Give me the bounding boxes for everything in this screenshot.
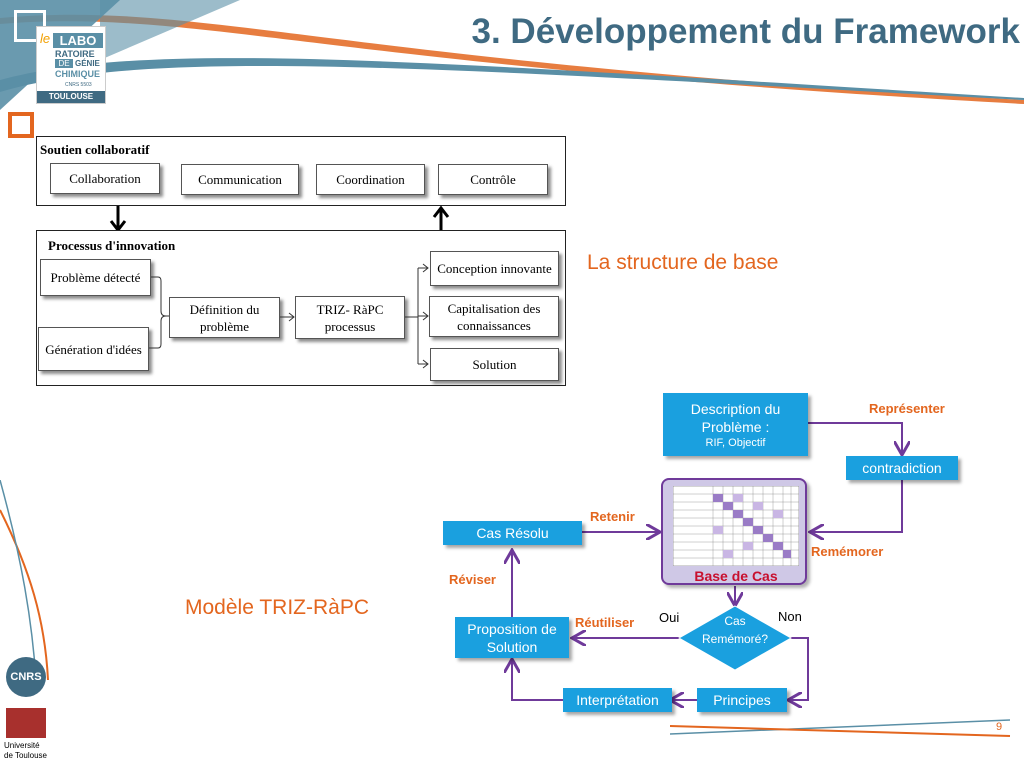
- description-line1: Description du: [690, 400, 781, 417]
- reutiliser-label: Réutiliser: [575, 615, 635, 630]
- representer-label: Représenter: [869, 401, 945, 416]
- logo-ratoire: RATOIRE: [55, 49, 95, 59]
- de-toulouse-text: de Toulouse: [4, 751, 47, 760]
- rememorer-label: Remémorer: [811, 544, 884, 559]
- logo-cnrs-small: CNRS 5503: [65, 82, 92, 88]
- base-de-cas-label: Base de Cas: [694, 568, 778, 584]
- generation-idees-box: Génération d'idées: [38, 327, 149, 371]
- bottom-decor-lines: [670, 719, 1011, 737]
- oui-label: Oui: [659, 610, 680, 625]
- capitalisation-box: Capitalisation des connaissances: [429, 296, 559, 337]
- triz-rapc-box: TRIZ- RàPC processus: [295, 296, 405, 339]
- universite-text: Université: [4, 741, 40, 750]
- model-caption: Modèle TRIZ-RàPC: [185, 596, 369, 619]
- logo-chimique: CHIMIQUE: [55, 69, 100, 79]
- page-number: 9: [996, 721, 1003, 733]
- communication-box: Communication: [181, 164, 299, 195]
- cas-rememore-line2: Remémoré?: [701, 632, 769, 646]
- coordination-box: Coordination: [316, 164, 425, 195]
- logo-labo: LABO: [53, 33, 103, 48]
- retenir-label: Retenir: [590, 509, 635, 524]
- logo-genie: GÉNIE: [75, 59, 100, 68]
- reviser-label: Réviser: [449, 572, 496, 587]
- principes-box: Principes: [697, 688, 787, 712]
- page-title: 3. Développement du Framework: [471, 12, 1020, 51]
- description-line3: RIF, Objectif: [705, 436, 766, 449]
- conception-innovante-box: Conception innovante: [430, 251, 559, 286]
- contradiction-box: contradiction: [846, 456, 958, 480]
- corner-frame-icon-orange: [8, 112, 34, 138]
- soutien-label: Soutien collaboratif: [40, 142, 150, 157]
- cas-rememore-line1: Cas: [724, 614, 746, 628]
- proposition-solution-box: Proposition de Solution: [455, 617, 569, 658]
- description-line2: Problème :: [701, 418, 770, 435]
- soutien-process-arrows: [109, 205, 450, 233]
- collaboration-box: Collaboration: [50, 163, 160, 194]
- definition-probleme-box: Définition du problème: [169, 297, 280, 338]
- logo-toulouse: TOULOUSE: [37, 91, 105, 103]
- probleme-detecte-box: Problème détecté: [40, 259, 151, 296]
- lgc-logo: le LABO RATOIRE DE GÉNIE CHIMIQUE CNRS 5…: [36, 26, 106, 104]
- processus-label: Processus d'innovation: [48, 238, 176, 253]
- contradiction-matrix-icon: [673, 486, 799, 566]
- logo-le: le: [40, 31, 51, 46]
- non-label: Non: [778, 609, 802, 624]
- base-de-cas-box: Base de Cas: [661, 478, 807, 585]
- logo-de: DE: [55, 59, 73, 68]
- description-probleme-box: Description du Problème : RIF, Objectif: [663, 393, 808, 456]
- cas-resolu-box: Cas Résolu: [443, 521, 582, 545]
- cas-rememore-diamond: [677, 605, 793, 671]
- controle-box: Contrôle: [438, 164, 548, 195]
- universite-logo: [6, 708, 46, 738]
- structure-caption: La structure de base: [587, 251, 779, 274]
- interpretation-box: Interprétation: [563, 688, 672, 712]
- solution-box: Solution: [430, 348, 559, 381]
- cnrs-logo: CNRS: [6, 657, 46, 697]
